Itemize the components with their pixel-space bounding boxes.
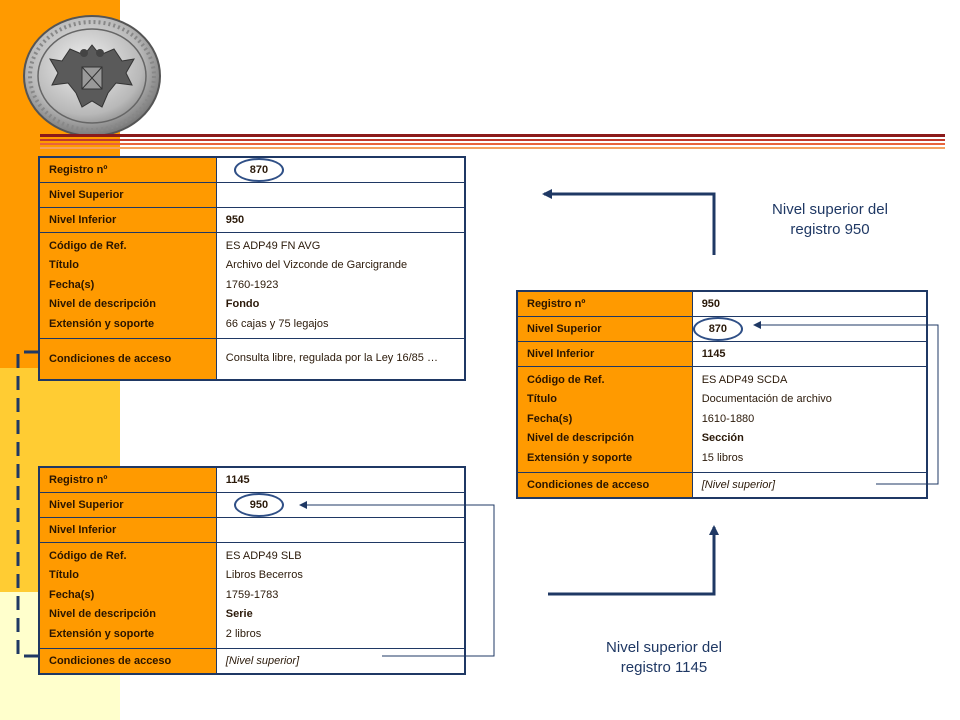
field-label: Código de Ref. [527,374,605,386]
field-value: 1145 [691,341,928,367]
eagle-seal-icon [22,15,162,137]
header-rule [40,143,945,145]
row-description: Código de Ref. Título Fecha(s) Nivel de … [38,542,466,649]
field-value [215,182,466,208]
field-value: Serie [225,608,253,621]
header-rule [40,134,945,137]
row-condiciones: Condiciones de acceso Consulta libre, re… [38,337,466,381]
row-description: Código de Ref. Título Fecha(s) Nivel de … [516,366,928,473]
caption-bottom: Nivel superior del registro 1145 [574,638,754,678]
field-value: ES ADP49 FN AVG [225,240,321,252]
field-label: Registro nº [38,156,217,183]
arrow-up-to-870 [542,189,716,255]
field-value: Consulta libre, regulada por la Ley 16/8… [215,337,466,381]
record-table: Registro nº 870 Nivel Superior Nivel Inf… [38,156,466,381]
field-label: Título [49,259,79,272]
field-label: Nivel de descripción [49,298,156,311]
record-table: Registro nº 1145 Nivel Superior 950 Nive… [38,466,466,675]
circled-value: 870 [692,317,744,341]
field-value: [Nivel superior] [691,471,928,499]
field-label: Título [527,393,557,406]
field-label: Extensión y soporte [49,317,155,330]
dashed-hierarchy-connector [16,350,38,658]
field-label: Nivel de descripción [527,432,634,445]
field-label: Condiciones de acceso [38,647,217,675]
arrow-up-to-950 [548,525,719,596]
caption-line: registro 1145 [620,659,708,676]
caption-line: registro 950 [790,221,870,238]
field-label: Extensión y soporte [49,627,155,640]
caption-line: Nivel superior del [772,201,888,218]
field-label: Nivel Superior [516,316,693,342]
circled-value: 950 [233,493,285,517]
field-label: Fecha(s) [49,588,95,601]
row-condiciones: Condiciones de acceso [Nivel superior] [38,647,466,675]
row-registro: Registro nº 1145 [38,466,466,493]
row-condiciones: Condiciones de acceso [Nivel superior] [516,471,928,499]
field-label: Nivel Inferior [38,517,217,543]
caption-top: Nivel superior del registro 950 [740,200,920,240]
field-value: [Nivel superior] [215,647,466,675]
field-label: Título [49,569,79,582]
field-value: Archivo del Vizconde de Garcigrande [225,259,408,272]
field-value: 2 libros [225,627,262,640]
record-table: Registro nº 950 Nivel Superior 870 Nivel… [516,290,928,499]
field-value: Documentación de archivo [701,393,832,406]
header-rule [40,147,945,149]
field-label: Código de Ref. [49,550,127,562]
field-value: 950 [215,207,466,233]
field-label: Registro nº [516,290,693,317]
field-value: Sección [701,432,744,445]
field-label: Condiciones de acceso [38,337,217,381]
field-value: 1760-1923 [225,278,279,291]
field-value: ES ADP49 SCDA [701,374,788,386]
field-label: Nivel de descripción [49,608,156,621]
field-value: 1610-1880 [701,412,755,425]
field-label: Nivel Inferior [38,207,217,233]
field-value: 950 [691,290,928,317]
field-label: Nivel Superior [38,182,217,208]
field-value: 15 libros [701,451,744,464]
row-registro: Registro nº 870 [38,156,466,183]
thin-arrow-1145 [299,501,495,657]
field-value: Fondo [225,298,260,311]
caption-line: Nivel superior del [606,639,722,656]
field-label: Fecha(s) [527,412,573,425]
row-nivel-superior: Nivel Superior 870 [516,316,928,342]
row-nivel-inferior: Nivel Inferior 1145 [516,341,928,367]
field-label: Condiciones de acceso [516,471,693,499]
row-description: Código de Ref. Título Fecha(s) Nivel de … [38,232,466,339]
field-label: Extensión y soporte [527,451,633,464]
row-registro: Registro nº 950 [516,290,928,317]
field-value: 66 cajas y 75 legajos [225,317,329,330]
header-rule [40,139,945,141]
field-value: ES ADP49 SLB [225,550,302,562]
field-label: Nivel Inferior [516,341,693,367]
field-label: Código de Ref. [49,240,127,252]
field-label: Registro nº [38,466,217,493]
row-nivel-inferior: Nivel Inferior 950 [38,207,466,233]
field-value [215,517,466,543]
field-value: 1145 [215,466,466,493]
thin-arrow-950 [753,321,939,485]
field-label: Fecha(s) [49,278,95,291]
row-nivel-inferior: Nivel Inferior [38,517,466,543]
field-value: Libros Becerros [225,569,303,582]
row-nivel-superior: Nivel Superior [38,182,466,208]
circled-value: 870 [233,158,285,182]
field-value: 1759-1783 [225,588,279,601]
